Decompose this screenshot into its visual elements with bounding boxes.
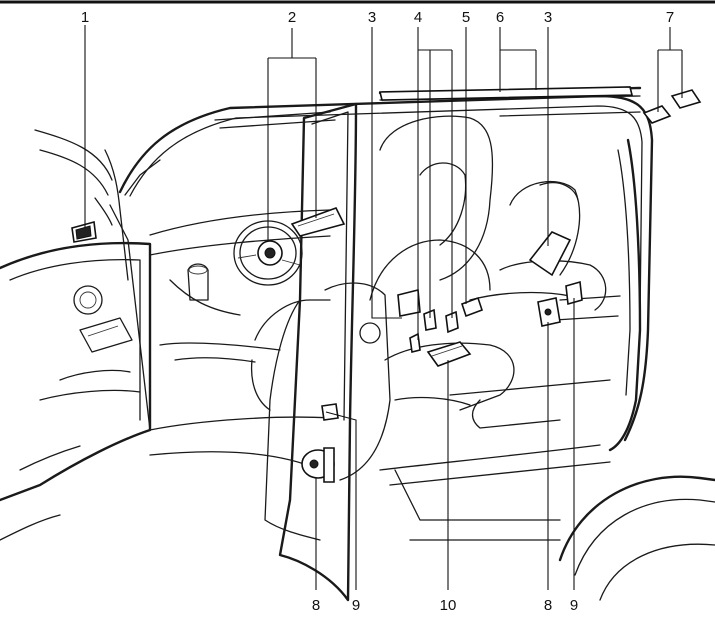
component-4-part-b [423, 308, 437, 331]
leader-lines [84, 25, 683, 590]
callout-labels: 1 2 3 4 5 6 3 7 8 9 10 8 9 [81, 9, 674, 614]
callout-8-left: 8 [312, 597, 320, 614]
component-6-curtain-airbag [378, 86, 634, 101]
component-4-part-c [445, 310, 459, 334]
component-9-front [321, 403, 339, 421]
callout-1: 1 [81, 9, 89, 26]
component-3-seat-airbag-rear [528, 231, 572, 277]
callout-8-right: 8 [544, 597, 552, 614]
callout-3-left: 3 [368, 9, 376, 26]
component-3-seat-airbag-front [397, 288, 421, 317]
callout-6: 6 [496, 9, 504, 26]
component-7-sensor-b [670, 89, 702, 109]
callout-2: 2 [288, 9, 296, 26]
callout-4: 4 [414, 9, 422, 26]
vehicle-illustration [0, 86, 715, 602]
callout-9-left: 9 [352, 597, 360, 614]
component-5-buckle [460, 296, 484, 318]
callout-5: 5 [462, 9, 470, 26]
component-10-control-unit [426, 341, 472, 367]
component-8-sensor-rear [537, 297, 561, 327]
callout-7: 7 [666, 9, 674, 26]
callout-10: 10 [440, 597, 457, 614]
callout-9-right: 9 [570, 597, 578, 614]
component-8-sensor-front [301, 447, 335, 483]
callout-3-right: 3 [544, 9, 552, 26]
component-9-rear [565, 280, 583, 306]
component-2-dash-module [290, 207, 346, 237]
highlighted-components [290, 86, 702, 483]
component-7-sensor-a [642, 105, 672, 124]
